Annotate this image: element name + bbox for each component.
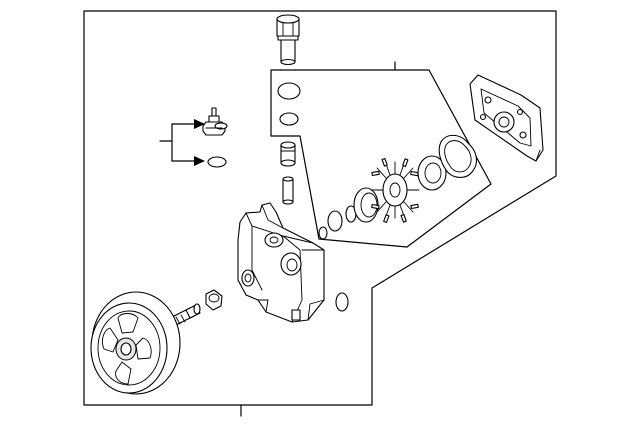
rear-gasket-part bbox=[438, 134, 477, 178]
pump-housing-part bbox=[237, 202, 325, 323]
valve-spring-part bbox=[282, 176, 294, 205]
rotor-vanes-part bbox=[370, 157, 420, 223]
o-ring-small bbox=[207, 156, 227, 168]
seal-ring-2 bbox=[327, 210, 343, 232]
bushing-part bbox=[205, 289, 223, 311]
flow-valve-part bbox=[280, 141, 296, 167]
rear-cover-part bbox=[469, 74, 544, 162]
assembly-frame bbox=[83, 10, 557, 406]
cam-ring-part bbox=[417, 155, 447, 191]
pressure-switch-part bbox=[202, 107, 228, 136]
seal-ring-1 bbox=[318, 226, 328, 240]
pressure-plate-part bbox=[353, 187, 379, 223]
seal-kit-boundary bbox=[270, 69, 492, 248]
union-fitting-part bbox=[276, 14, 300, 66]
pulley-part bbox=[90, 291, 181, 395]
o-ring-kit-2 bbox=[279, 112, 299, 126]
o-ring-housing bbox=[335, 292, 349, 312]
o-ring-kit-1 bbox=[277, 82, 301, 100]
callout-bracket bbox=[159, 119, 205, 166]
